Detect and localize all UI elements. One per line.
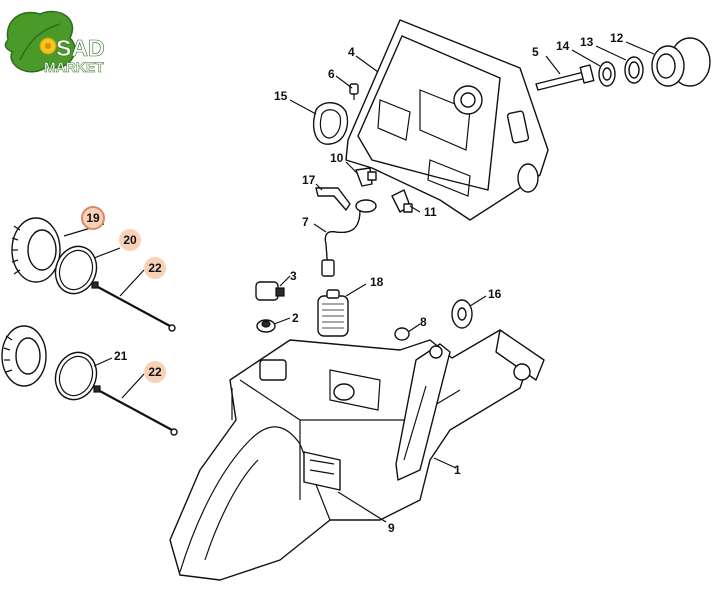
hose-part [315, 187, 351, 211]
callout-13: 13 [580, 35, 594, 49]
callout-22-upper-badge [144, 257, 166, 279]
washer-part [598, 61, 616, 87]
callout-14: 14 [556, 39, 570, 53]
svg-text:12: 12 [610, 31, 624, 45]
logo-text-sad: SAD [56, 35, 105, 61]
svg-text:19: 19 [86, 211, 100, 225]
logo-text-market: MARKET [44, 59, 104, 75]
handle-lever-part [395, 343, 451, 481]
callout-11: 11 [424, 205, 437, 219]
callout-22-lower-highlighted: 22 [144, 361, 166, 383]
callout-4: 4 [348, 45, 355, 59]
callouts: 1 2 3 4 5 6 7 8 9 10 11 12 13 14 15 16 1… [81, 31, 624, 535]
fuel-filter-part [317, 289, 349, 337]
callout-20-badge [119, 229, 141, 251]
callout-10: 10 [330, 151, 344, 165]
svg-text:2: 2 [292, 311, 299, 325]
callout-12: 12 [610, 31, 624, 45]
callout-5: 5 [532, 45, 539, 59]
callout-2: 2 [292, 311, 299, 325]
callout-17: 17 [302, 173, 316, 187]
callout-16: 16 [488, 287, 502, 301]
callout-22-upper-highlighted: 22 [144, 257, 166, 279]
seal-ring-20-part [54, 245, 98, 295]
elbow-fitting-10 [355, 167, 377, 187]
gasket-part [312, 102, 349, 145]
svg-text:13: 13 [580, 35, 594, 49]
elbow-fitting-11 [391, 189, 413, 213]
seal-ring-21-part [54, 351, 98, 401]
svg-text:14: 14 [556, 39, 570, 53]
grommet-part [256, 319, 276, 333]
tank-housing-part [345, 19, 549, 221]
plug-part [394, 327, 410, 341]
callout-3: 3 [290, 269, 297, 283]
svg-text:7: 7 [302, 215, 309, 229]
svg-text:18: 18 [370, 275, 384, 289]
svg-text:11: 11 [424, 205, 437, 219]
ring-part [624, 56, 644, 84]
cable-22a-part [91, 281, 176, 332]
callout-15: 15 [274, 89, 288, 103]
callout-6: 6 [328, 67, 335, 81]
svg-text:17: 17 [302, 173, 316, 187]
svg-text:20: 20 [123, 233, 137, 247]
callout-1: 1 [454, 463, 461, 477]
svg-text:21: 21 [114, 349, 128, 363]
svg-text:9: 9 [388, 521, 395, 535]
gear-ring-lower-part [1, 325, 47, 387]
svg-text:16: 16 [488, 287, 502, 301]
svg-text:10: 10 [330, 151, 344, 165]
callout-7: 7 [302, 215, 309, 229]
bolt-part [535, 64, 595, 91]
svg-text:6: 6 [328, 67, 335, 81]
svg-text:22: 22 [148, 365, 162, 379]
callout-8: 8 [420, 315, 427, 329]
svg-text:1: 1 [454, 463, 461, 477]
gear-ring-19-part [11, 217, 61, 283]
handle-housing-part [169, 329, 545, 581]
threaded-fitting-part [651, 37, 711, 87]
svg-text:15: 15 [274, 89, 288, 103]
svg-text:4: 4 [348, 45, 355, 59]
callout-18: 18 [370, 275, 384, 289]
svg-text:8: 8 [420, 315, 427, 329]
callout-19-badge [81, 206, 105, 230]
valve-part [255, 281, 285, 301]
callout-22-lower-badge [144, 361, 166, 383]
leader-lines [63, 41, 655, 523]
cable-22b-part [93, 385, 178, 436]
screw-part [349, 83, 359, 100]
svg-text:3: 3 [290, 269, 297, 283]
callout-9: 9 [388, 521, 395, 535]
sad-market-logo: SAD MARKET [4, 10, 105, 75]
svg-text:5: 5 [532, 45, 539, 59]
svg-text:22: 22 [148, 261, 162, 275]
callout-19-highlighted: 19 [81, 206, 105, 230]
callout-21: 21 [114, 349, 128, 363]
callout-20-highlighted: 20 [119, 229, 141, 251]
fuel-line-part [321, 199, 377, 277]
buffer-part [451, 299, 473, 329]
